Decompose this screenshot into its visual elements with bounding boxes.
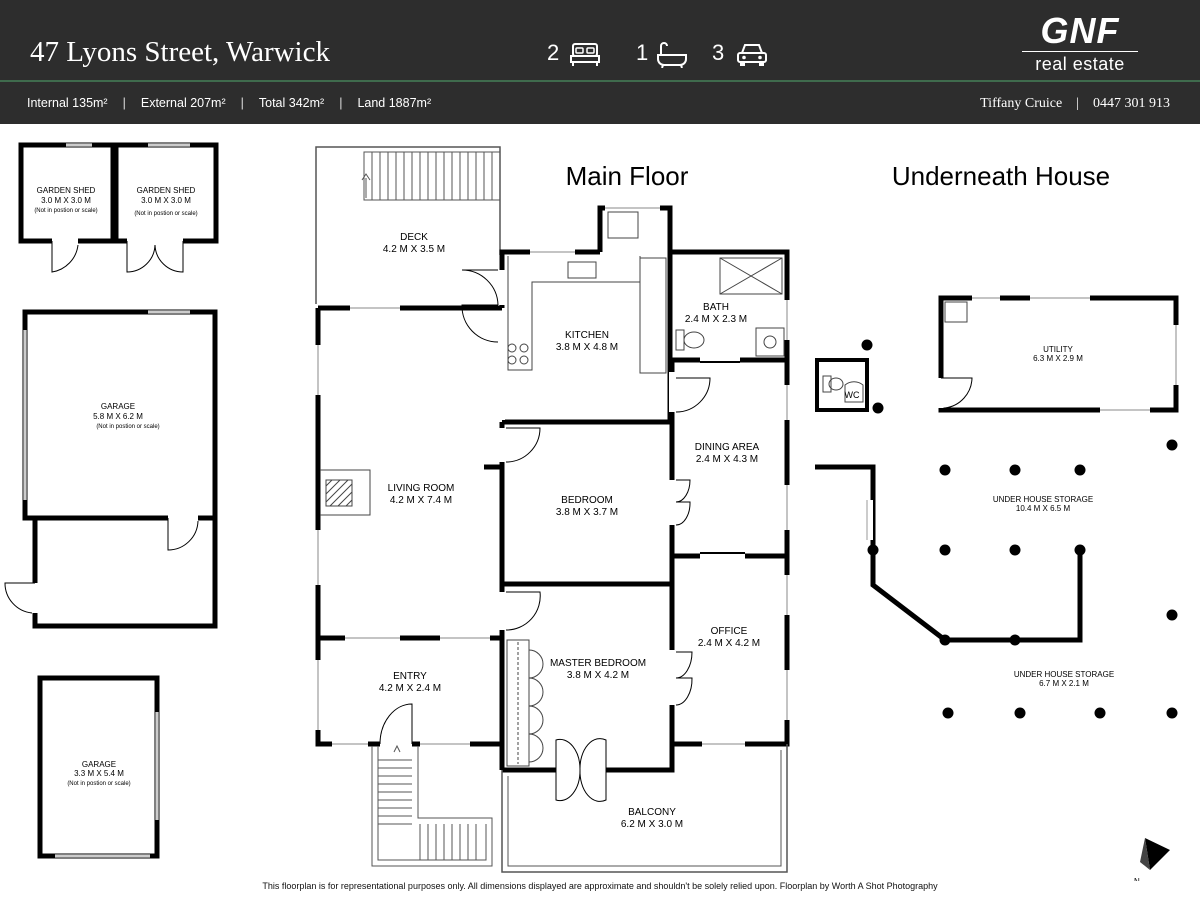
- garden-shed-1-label: GARDEN SHED: [37, 186, 96, 195]
- agent-contact: Tiffany Cruice|0447 301 913: [980, 96, 1170, 111]
- storage-1-label: UNDER HOUSE STORAGE: [993, 495, 1093, 504]
- metric-internal: Internal 135m²: [27, 96, 108, 110]
- door-swings: [379, 269, 745, 802]
- header-bar: 47 Lyons Street, Warwick 2 1 3 GNF real …: [0, 0, 1200, 124]
- windows: [315, 205, 790, 747]
- bedroom-dims: 3.8 M X 3.7 M: [556, 507, 618, 518]
- utility-label: UTILITY: [1043, 345, 1073, 354]
- balcony-label: BALCONY: [628, 807, 676, 818]
- car-icon: [737, 44, 767, 66]
- garage-2-label: GARAGE: [82, 760, 116, 769]
- logo-wordmark: GNF: [1040, 10, 1120, 51]
- bath-fixtures: [675, 257, 785, 357]
- property-address: 47 Lyons Street, Warwick: [30, 36, 330, 68]
- deck-area: [315, 146, 501, 304]
- logo-tagline: real estate: [1035, 54, 1125, 74]
- fireplace-icon: [320, 469, 371, 516]
- garden-shed-2-dims: 3.0 M X 3.0 M: [141, 196, 191, 205]
- logo-divider: [1022, 51, 1138, 52]
- kitchen-fixtures: [507, 211, 667, 374]
- entry-label: ENTRY: [393, 671, 427, 682]
- dining-label: DINING AREA: [695, 442, 760, 453]
- north-arrow-icon: [1140, 838, 1170, 870]
- master-dims: 3.8 M X 4.2 M: [567, 670, 629, 681]
- living-label: LIVING ROOM: [388, 483, 455, 494]
- bath-dims: 2.4 M X 2.3 M: [685, 314, 747, 325]
- storage-walls: [815, 464, 1083, 643]
- metric-total: Total 342m²: [258, 96, 325, 110]
- living-dims: 4.2 M X 7.4 M: [390, 495, 452, 506]
- bathtub-icon: [657, 42, 687, 68]
- garage-1-note: (Not in postion or scale): [96, 424, 159, 430]
- bath-label: BATH: [703, 302, 729, 313]
- utility-dims: 6.3 M X 2.9 M: [1033, 354, 1083, 363]
- garden-shed-1-dims: 3.0 M X 3.0 M: [41, 196, 91, 205]
- office-label: OFFICE: [711, 626, 748, 637]
- agent-name: Tiffany Cruice: [980, 96, 1063, 111]
- wc-label: WC: [845, 390, 860, 400]
- storage-2-dims: 6.7 M X 2.1 M: [1039, 679, 1089, 688]
- kitchen-label: KITCHEN: [565, 330, 609, 341]
- dining-dims: 2.4 M X 4.3 M: [696, 454, 758, 465]
- wardrobe: [506, 639, 544, 767]
- entry-dims: 4.2 M X 2.4 M: [379, 683, 441, 694]
- north-label: N: [1134, 877, 1140, 881]
- garage-2-note: (Not in postion or scale): [67, 781, 130, 787]
- support-posts: [861, 339, 1178, 719]
- garage-1-label: GARAGE: [101, 402, 135, 411]
- garden-shed-2-label: GARDEN SHED: [137, 186, 196, 195]
- bedroom-label: BEDROOM: [561, 495, 613, 506]
- balcony-dims: 6.2 M X 3.0 M: [621, 819, 683, 830]
- brand-logo: GNF real estate: [1022, 12, 1138, 76]
- office-dims: 2.4 M X 4.2 M: [698, 638, 760, 649]
- disclaimer-text: This floorplan is for representational p…: [262, 881, 938, 891]
- storage-2-label: UNDER HOUSE STORAGE: [1014, 670, 1114, 679]
- header-accent-line: [0, 80, 1200, 82]
- car-space-count: 3: [712, 40, 725, 65]
- garden-shed-2-note: (Not in postion or scale): [134, 211, 197, 217]
- area-metrics: Internal 135m²|External 207m²|Total 342m…: [27, 96, 432, 110]
- main-floor-title: Main Floor: [566, 161, 689, 191]
- garage-2-dims: 3.3 M X 5.4 M: [74, 769, 124, 778]
- metric-land: Land 1887m²: [357, 96, 432, 110]
- entry-stairs: [371, 744, 493, 867]
- deck-dims: 4.2 M X 3.5 M: [383, 244, 445, 255]
- floorplan-drawing: GARDEN SHED 3.0 M X 3.0 M (Not in postio…: [4, 142, 1179, 881]
- metric-external: External 207m²: [140, 96, 226, 110]
- storage-1-dims: 10.4 M X 6.5 M: [1016, 504, 1071, 513]
- garden-shed-1-note: (Not in postion or scale): [34, 208, 97, 214]
- bed-icon: [570, 43, 600, 66]
- garage-1-dims: 5.8 M X 6.2 M: [93, 412, 143, 421]
- deck-label: DECK: [400, 232, 428, 243]
- master-label: MASTER BEDROOM: [550, 658, 646, 669]
- utility-room: [938, 295, 1179, 413]
- bathroom-count: 1: [636, 40, 649, 65]
- balcony-outline: [501, 744, 788, 873]
- bedroom-count: 2: [547, 40, 560, 65]
- underneath-title: Underneath House: [892, 161, 1110, 191]
- garage-2-walls: [37, 675, 160, 859]
- kitchen-dims: 3.8 M X 4.8 M: [556, 342, 618, 353]
- wc-room: [815, 358, 869, 412]
- agent-phone: 0447 301 913: [1093, 96, 1170, 111]
